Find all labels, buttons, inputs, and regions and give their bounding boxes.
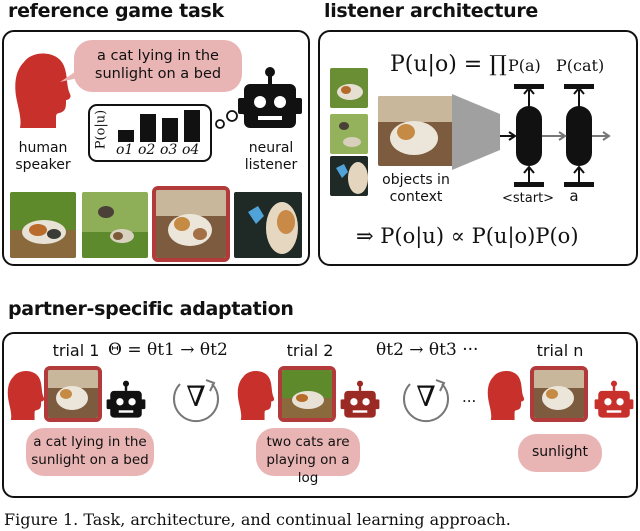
likelihood-formula: P(u|o) = ∏ (390, 52, 507, 77)
probability-bars (118, 110, 200, 142)
posterior-formula: ⇒ P(o|u) ∝ P(u|o)P(o) (356, 224, 579, 248)
utterance-bubble-1: a cat lying in the sunlight on a bed (26, 428, 154, 476)
listener-architecture-heading: listener architecture (324, 0, 538, 22)
gradient-update-icon-2 (403, 379, 449, 423)
probability-chart-box (88, 104, 212, 162)
bar-o4 (184, 110, 200, 142)
robot-head-icon-trial-1 (106, 380, 146, 418)
reference-game-heading: reference game task (8, 0, 224, 22)
adaptation-panel (2, 332, 638, 498)
category-o4: o4 (182, 142, 200, 158)
token-prob-cat: P(cat) (556, 56, 605, 75)
encoder-funnel (452, 94, 500, 170)
token-prob-a: P(a) (508, 56, 541, 75)
theta-formula-2: θt2 → θt3 ··· (376, 340, 479, 360)
reference-game-panel (2, 30, 310, 266)
human-head-icon-trial-n (487, 370, 525, 420)
context-thumb-3 (330, 156, 368, 196)
chart-categories: o1 o2 o3 o4 (116, 142, 212, 160)
gradient-symbol-2: ∇ (416, 380, 436, 413)
listener-architecture-panel (318, 30, 638, 266)
bar-o3 (162, 118, 178, 142)
image-object-4 (234, 192, 302, 258)
robot-head-icon-trial-2 (340, 380, 380, 418)
bar-o1 (118, 130, 134, 142)
token-a: a (569, 187, 579, 205)
trial-2-image (278, 366, 336, 422)
utterance-bubble-n: sunlight (518, 434, 602, 472)
context-thumb-1 (330, 68, 368, 108)
trial-n-label: trial n (536, 341, 584, 360)
human-head-icon-trial-1 (7, 370, 45, 420)
speaker-label: human speaker (15, 140, 71, 173)
trial-2-label: trial 2 (286, 341, 334, 360)
trial-1-image (44, 366, 102, 422)
category-o2: o2 (138, 142, 156, 158)
image-object-2 (82, 192, 148, 258)
gradient-update-icon-1 (173, 379, 219, 423)
robot-head-icon-trial-n (594, 380, 634, 418)
objects-label: objects in context (382, 172, 450, 205)
start-token: <start> (502, 191, 555, 206)
context-image-main (378, 96, 454, 166)
context-thumb-2 (330, 114, 368, 154)
category-o3: o3 (160, 142, 178, 158)
robot-head-icon (238, 67, 302, 128)
gradient-symbol-1: ∇ (186, 380, 206, 413)
ellipsis: ··· (462, 392, 477, 410)
human-head-icon-trial-2 (237, 370, 275, 420)
lstm-decoder (500, 84, 611, 187)
utterance-bubble-2: two cats are playing on a log (256, 428, 360, 486)
listener-label: neural listener (244, 140, 298, 173)
image-object-1 (10, 192, 76, 258)
speaker-utterance-bubble: a cat lying in the sunlight on a bed (74, 40, 242, 92)
figure-caption: Figure 1. Task, architecture, and contin… (4, 510, 511, 529)
theta-formula-1: Θ = θt1 → θt2 (108, 340, 228, 360)
bubble-tail-icon (60, 66, 84, 82)
category-o1: o1 (116, 142, 134, 158)
human-head-icon (15, 53, 71, 128)
chart-ylabel: P(o|u) (93, 109, 109, 150)
trial-n-image (530, 366, 588, 422)
adaptation-heading: partner-specific adaptation (8, 298, 294, 320)
bar-o2 (140, 114, 156, 142)
image-object-3-target (152, 186, 230, 262)
trial-1-label: trial 1 (52, 341, 100, 360)
